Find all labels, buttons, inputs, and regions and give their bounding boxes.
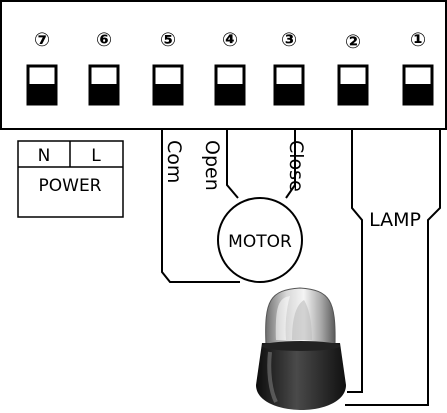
motor-label: MOTOR (228, 232, 292, 252)
lamp-dome-highlight (275, 296, 290, 340)
terminal-1-number: ① (410, 29, 426, 51)
terminal-7: ⑦ (26, 29, 58, 106)
terminal-6: ⑥ (88, 29, 120, 106)
lamp-base (256, 343, 346, 410)
terminal-5-number: ⑤ (160, 29, 176, 51)
open-wire-label: Open (201, 140, 223, 191)
power-box: N L POWER (17, 140, 124, 218)
motor-wiring: Com Open Close MOTOR (161, 130, 307, 283)
lamp-wiring: LAMP (345, 130, 441, 406)
terminal-1-switch-fill (404, 84, 432, 104)
terminal-1: ① (402, 29, 434, 106)
open-wire (226, 130, 239, 199)
lamp-label: LAMP (369, 209, 421, 231)
lamp-base-rim (262, 341, 340, 351)
terminal-3-switch-fill (275, 84, 303, 104)
terminal-5: ⑤ (152, 29, 184, 106)
motor-circle (217, 197, 303, 283)
terminal-4-switch-fill (216, 84, 244, 104)
terminal-5-switch-fill (154, 84, 182, 104)
warning-beacon-lamp-icon (256, 287, 346, 410)
com-wire-label: Com (163, 140, 185, 183)
terminal-2-number: ② (345, 31, 361, 53)
lamp-wire-left (347, 130, 363, 393)
lamp-dome-inner (292, 300, 312, 340)
power-line-label: L (91, 146, 101, 166)
terminal-2: ② (337, 31, 369, 106)
power-title: POWER (39, 176, 102, 196)
close-wire-label: Close (285, 140, 307, 192)
terminal-4: ④ (214, 29, 246, 106)
terminal-4-number: ④ (222, 29, 238, 51)
com-wire (161, 130, 240, 283)
terminal-2-switch-fill (339, 84, 367, 104)
terminal-6-switch-fill (90, 84, 118, 104)
terminal-block: ⑦ ⑥ ⑤ ④ ③ ② ① (0, 0, 447, 130)
terminal-7-switch-fill (28, 84, 56, 104)
close-wire (285, 130, 296, 199)
power-neutral-label: N (38, 146, 51, 166)
lamp-base-sheen (267, 351, 278, 403)
lamp-wire-right (345, 130, 441, 406)
terminal-6-number: ⑥ (96, 29, 112, 51)
terminal-7-number: ⑦ (34, 29, 50, 51)
terminal-3: ③ (273, 29, 305, 106)
terminal-3-number: ③ (281, 29, 297, 51)
